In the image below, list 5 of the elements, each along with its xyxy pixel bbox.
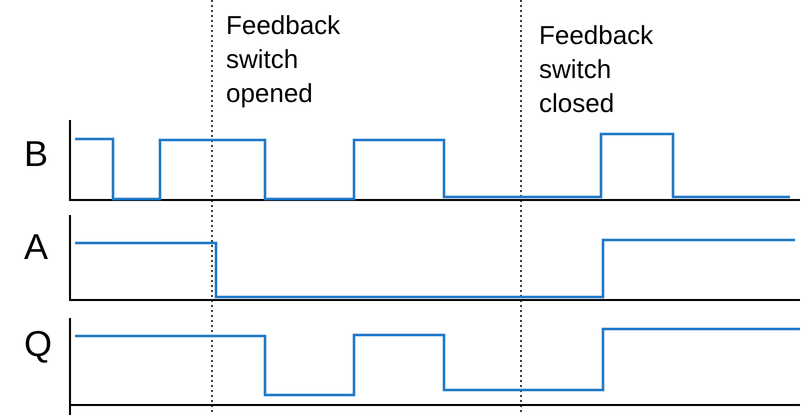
signal-name: Q [24,326,54,362]
annotation-text: Feedback switch opened [226,9,342,110]
annotation-text: Feedback switch closed [539,19,654,120]
signal-name: A [24,229,50,265]
signal-name: B [24,136,50,172]
